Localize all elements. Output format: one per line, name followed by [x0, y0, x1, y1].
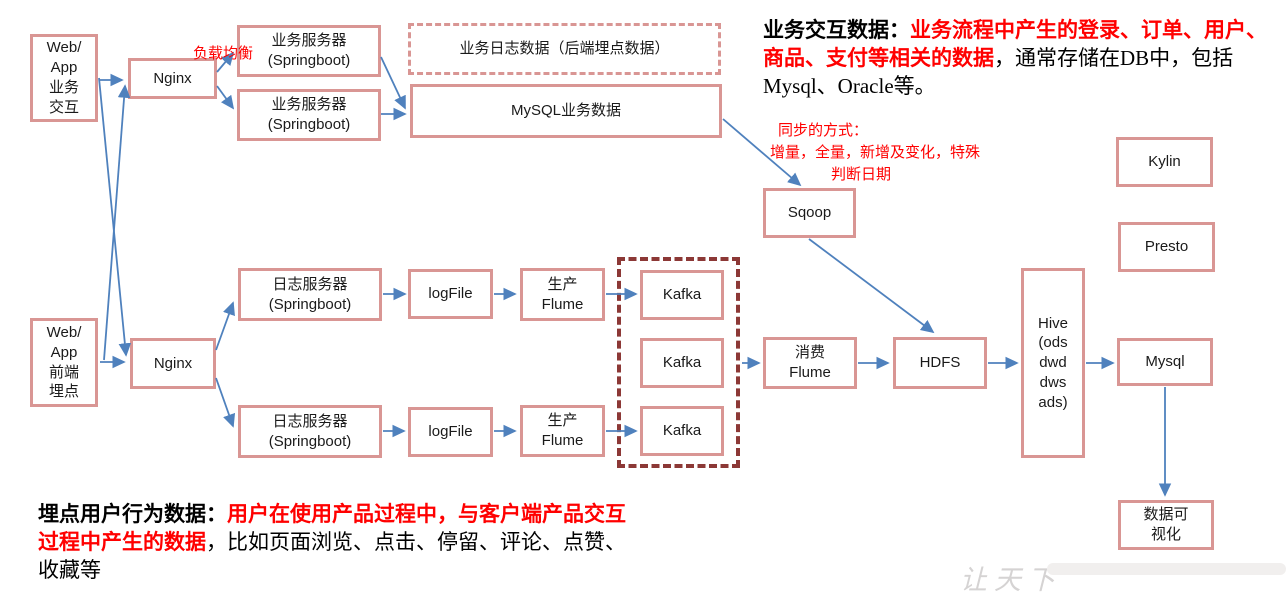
node-label: Mysql — [1145, 353, 1185, 371]
node-label: logFile — [428, 423, 473, 441]
node-label: Nginx — [153, 354, 193, 372]
arrow-nginx2-to-logserver1 — [215, 301, 235, 351]
node-label: Web/ App 前端 埋点 — [46, 323, 82, 401]
node-sqoop: Sqoop — [763, 188, 856, 238]
arrow-bizserver1-to-mysqlbiz — [380, 56, 406, 110]
node-consume-flume: 消费 Flume — [763, 337, 857, 389]
node-logfile-1: logFile — [408, 269, 493, 319]
node-label: HDFS — [919, 354, 961, 372]
node-label: Sqoop — [787, 204, 832, 222]
node-label: 生产 Flume — [541, 412, 584, 449]
paragraph-rest: ，比如页面浏览、点击、停留、评论、点赞、 收藏等 — [38, 530, 626, 582]
node-kafka-3: Kafka — [640, 406, 724, 456]
node-label: Nginx — [153, 69, 192, 87]
node-label: Kafka — [662, 286, 702, 304]
node-label: Kafka — [662, 422, 702, 440]
node-label: MySQL业务数据 — [510, 102, 621, 120]
arrow-nginx2-to-logserver2 — [215, 377, 236, 428]
node-biz-server-1: 业务服务器 (Springboot) — [237, 25, 381, 77]
sync-note-line: 同步的方式： — [778, 122, 869, 139]
node-label: 业务服务器 (Springboot) — [267, 96, 351, 133]
node-label: 生产 Flume — [541, 275, 584, 313]
node-label: logFile — [428, 285, 473, 303]
node-prod-flume-2: 生产 Flume — [520, 405, 605, 457]
node-webapp-frontend: Web/ App 前端 埋点 — [30, 318, 98, 407]
node-label: 业务服务器 (Springboot) — [267, 32, 351, 69]
node-mysql-biz-data: MySQL业务数据 — [410, 84, 722, 138]
arrow-frontend-to-nginx1 — [103, 84, 131, 361]
watermark-text: 让天下 — [960, 565, 1062, 596]
node-label: 日志服务器 (Springboot) — [268, 275, 352, 313]
node-log-server-1: 日志服务器 (Springboot) — [238, 268, 382, 321]
node-kafka-2: Kafka — [640, 338, 724, 388]
node-label: 消费 Flume — [789, 344, 831, 381]
node-nginx-2: Nginx — [130, 338, 216, 389]
paragraph-lead: 业务交互数据： — [763, 18, 910, 42]
node-biz-log-data: 业务日志数据（后端埋点数据） — [408, 23, 721, 75]
paragraph-highlight: 用户在使用产品过程中，与客户端产品交互过程中产生的数据 — [38, 502, 626, 554]
node-hdfs: HDFS — [893, 337, 987, 389]
sync-method-note: 同步的方式： 增量，全量，新增及变化，特殊 判断日期 — [770, 120, 980, 185]
node-kylin: Kylin — [1116, 137, 1213, 187]
node-label: 业务日志数据（后端埋点数据） — [459, 40, 670, 58]
arrow-nginx1-to-bizserver2 — [216, 85, 235, 110]
node-label: Kafka — [662, 354, 702, 372]
business-data-description: 业务交互数据：业务流程中产生的登录、订单、用户、商品、支付等相关的数据，通常存储… — [763, 16, 1284, 100]
sync-note-line: 增量，全量，新增及变化，特殊 — [770, 143, 981, 161]
node-webapp-business: Web/ App 业务 交互 — [30, 34, 98, 122]
node-nginx-1: Nginx — [128, 58, 217, 99]
node-log-server-2: 日志服务器 (Springboot) — [238, 405, 382, 458]
arrow-business-to-nginx2 — [98, 77, 132, 357]
node-mysql-out: Mysql — [1117, 338, 1213, 386]
paragraph-highlight: 业务流程中产生的登录、订单、用户、商品、支付等相关的数据 — [763, 18, 1267, 70]
kafka-cluster-container — [617, 257, 740, 468]
node-label: Hive (ods dwd dws ads) — [1037, 314, 1068, 411]
node-prod-flume-1: 生产 Flume — [520, 268, 605, 321]
watermark-bar — [1047, 563, 1286, 575]
node-label: 数据可 视化 — [1143, 506, 1189, 543]
load-balance-note: 负载均衡 — [193, 45, 254, 62]
node-label: Web/ App 业务 交互 — [46, 39, 82, 116]
paragraph-lead: 埋点用户行为数据： — [38, 502, 227, 526]
node-kafka-1: Kafka — [640, 270, 724, 320]
node-label: Kylin — [1148, 153, 1181, 171]
paragraph-rest: ，通常存储在DB中，包括 Mysql、Oracle等。 — [763, 46, 1234, 98]
sync-note-line: 判断日期 — [831, 165, 892, 183]
node-data-visualization: 数据可 视化 — [1118, 500, 1214, 550]
tracking-data-description: 埋点用户行为数据：用户在使用产品过程中，与客户端产品交互过程中产生的数据，比如页… — [38, 500, 638, 584]
node-biz-server-2: 业务服务器 (Springboot) — [237, 89, 381, 141]
arrow-sqoop-to-hdfs — [808, 238, 935, 334]
node-hive: Hive (ods dwd dws ads) — [1021, 268, 1085, 458]
node-logfile-2: logFile — [408, 407, 493, 457]
node-label: 日志服务器 (Springboot) — [268, 412, 352, 450]
node-label: Presto — [1144, 238, 1189, 256]
node-presto: Presto — [1118, 222, 1215, 272]
